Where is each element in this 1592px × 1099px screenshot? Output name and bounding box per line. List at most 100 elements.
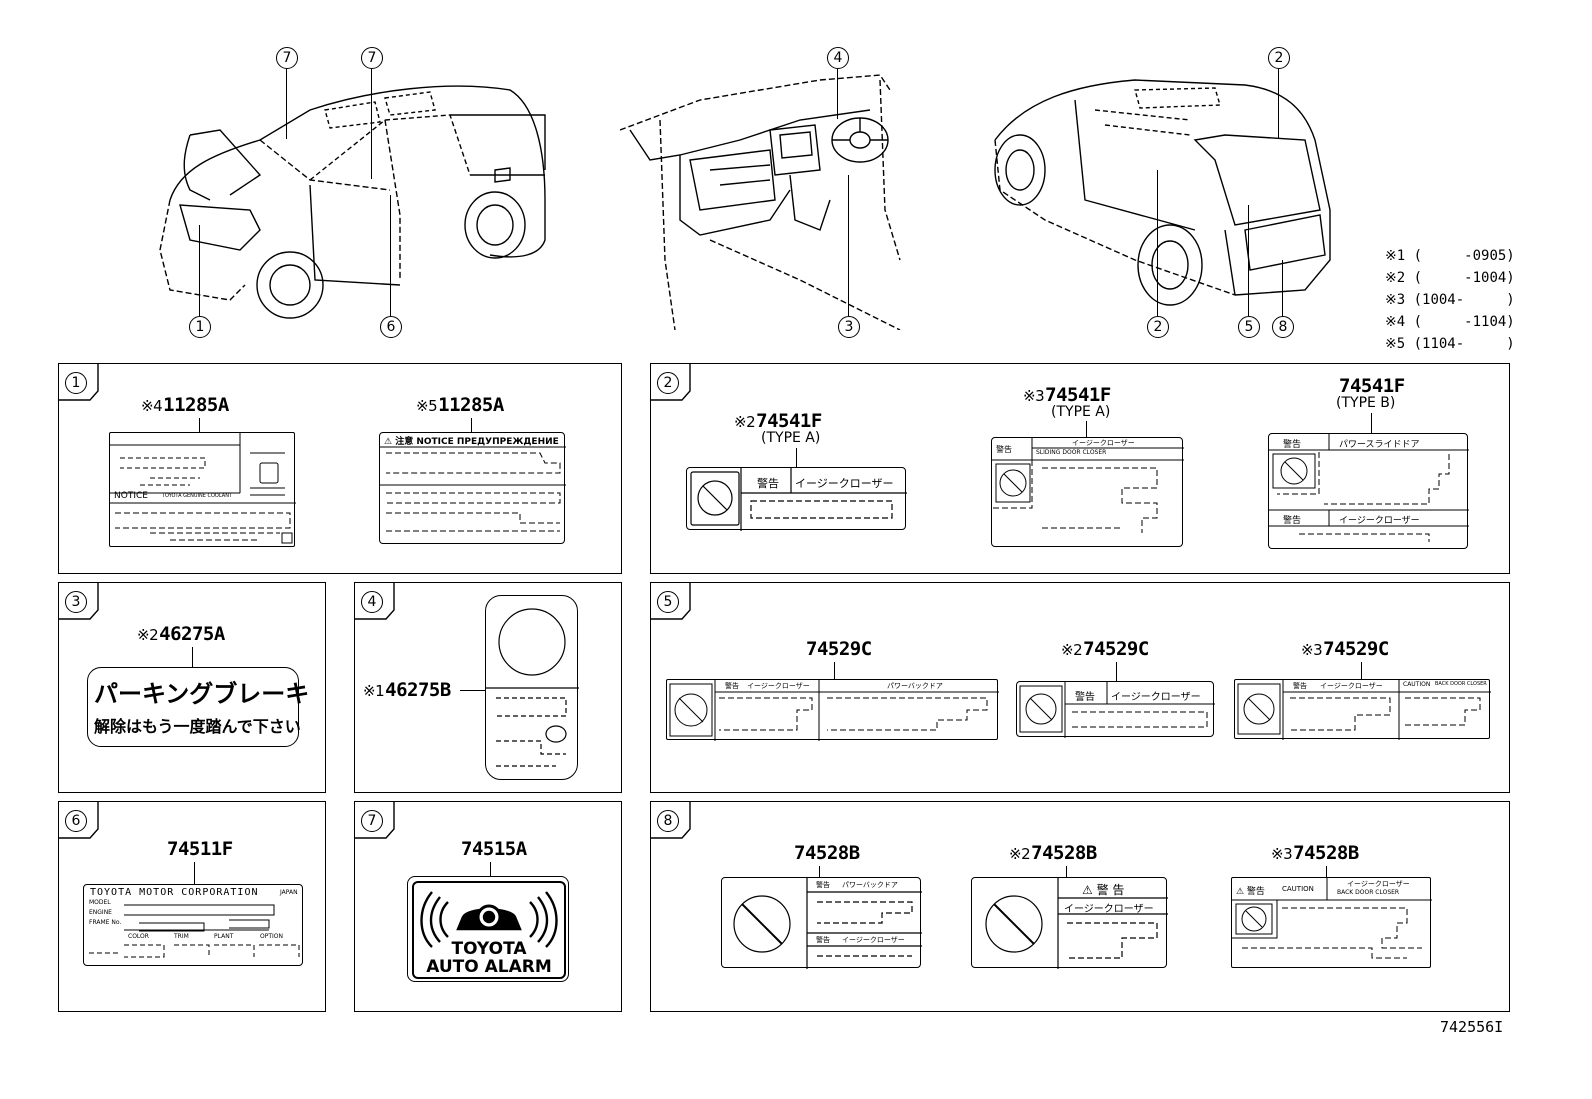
- rear-car-leader-8: [1282, 260, 1283, 316]
- part-code: 46275A: [159, 623, 225, 645]
- panel-6: 6 74511F TOYOTA MOTOR CORPORATION JAPAN …: [58, 801, 326, 1012]
- part-code: 74529C: [806, 638, 872, 660]
- auto-alarm-label[interactable]: TOYOTA AUTO ALARM: [407, 876, 569, 982]
- warning-text: パワースライドドア: [1339, 440, 1420, 450]
- panel-tab: [354, 582, 395, 620]
- warning-text: イージークローザー: [747, 682, 810, 690]
- rear-car-illustration: [985, 60, 1345, 320]
- easy-closer-label[interactable]: 警告 イージークローザー: [1016, 681, 1215, 738]
- interior-leader-3: [848, 175, 849, 316]
- front-car-leader-7b: [371, 69, 372, 179]
- back-door-warning-label[interactable]: 警告 イージークローザー パワーバックドア: [666, 679, 999, 741]
- leader-line: [194, 862, 195, 885]
- part-code: 74541F: [1339, 375, 1405, 397]
- warning-word: 警告: [1283, 440, 1302, 450]
- note-5: ※5 (1104- ): [1385, 336, 1515, 352]
- applicability-mark: ※4: [141, 397, 163, 415]
- leader-line: [192, 647, 193, 667]
- notice-word: NOTICE: [114, 491, 148, 501]
- front-car-callout-7b[interactable]: 7: [361, 47, 383, 69]
- warning-word: 警告: [757, 477, 779, 490]
- interior-callout-3[interactable]: 3: [838, 316, 860, 338]
- alarm-line1: TOYOTA: [451, 939, 527, 959]
- back-door-closer-caution-label[interactable]: ⚠ 警告 CAUTION イージークローザー BACK DOOR CLOSER: [1231, 877, 1432, 968]
- warning-text: イージークローザー: [1111, 692, 1201, 703]
- panel-4: 4 ※146275B: [354, 582, 622, 793]
- warning-text: イージークローザー: [795, 477, 894, 490]
- panel-tab: [650, 582, 691, 620]
- front-car-callout-1[interactable]: 1: [189, 316, 211, 338]
- leader-line: [471, 418, 472, 432]
- applicability-mark: ※2: [734, 413, 756, 431]
- caution-word: CAUTION: [1403, 681, 1431, 688]
- rear-car-leader-5: [1248, 205, 1249, 316]
- panel-tab: [58, 801, 99, 839]
- caution-word: CAUTION: [1282, 885, 1314, 893]
- leader-line: [199, 418, 200, 432]
- sliding-door-closer-label[interactable]: 警告 イージークローザー SLIDING DOOR CLOSER: [991, 437, 1184, 547]
- notice-label[interactable]: ⚠ 注意 NOTICE ПРЕДУПРЕЖДЕНИЕ: [379, 432, 566, 544]
- warning-text: イージークローザー: [1320, 682, 1383, 690]
- panel-number: 3: [65, 591, 87, 613]
- rear-car-callout-8[interactable]: 8: [1272, 316, 1294, 338]
- row-engine: ENGINE: [89, 909, 112, 916]
- row-frame: FRAME No.: [89, 919, 122, 926]
- part-code: 74528B: [1293, 842, 1359, 864]
- power-back-door-label[interactable]: 警告 パワーバックドア 警告 イージークローザー: [721, 877, 922, 969]
- label-part-number: 74511F: [167, 838, 233, 860]
- parking-brake-label[interactable]: パーキングブレーキ 解除はもう一度踏んで下さい: [87, 667, 309, 747]
- power-slide-door-label[interactable]: 警告 パワースライドドア 警告 イージークローザー: [1268, 433, 1469, 549]
- part-code: 74511F: [167, 838, 233, 860]
- leader-line: [796, 448, 797, 468]
- applicability-mark: ※3: [1301, 641, 1323, 659]
- warning-word: 警告: [996, 445, 1012, 454]
- vehicle-id-plate[interactable]: TOYOTA MOTOR CORPORATION JAPAN MODEL ENG…: [83, 884, 303, 966]
- panel-tab: [354, 801, 395, 839]
- applicability-mark: ※2: [1061, 641, 1083, 659]
- coolant-text: TOYOTA GENUINE COOLANT: [162, 493, 232, 499]
- rear-car-callout-2a[interactable]: 2: [1268, 47, 1290, 69]
- rear-car-callout-5[interactable]: 5: [1238, 316, 1260, 338]
- panel-tab: [58, 363, 99, 401]
- panel-3: 3 ※246275A パーキングブレーキ 解除はもう一度踏んで下さい: [58, 582, 326, 793]
- front-car-callout-7a[interactable]: 7: [276, 47, 298, 69]
- easy-closer-back-label[interactable]: ⚠ 警 告 イージークローザー: [971, 877, 1168, 969]
- col-trim: TRIM: [174, 933, 189, 940]
- interior-illustration: [620, 60, 910, 330]
- part-code: 74541F: [1045, 384, 1111, 406]
- row-model: MODEL: [89, 899, 111, 906]
- label-part-number: ※246275A: [137, 623, 225, 645]
- panel-number: 8: [657, 810, 679, 832]
- front-car-callout-6[interactable]: 6: [380, 316, 402, 338]
- note-3: ※3 (1004- ): [1385, 292, 1515, 308]
- note-2: ※2 ( -1004): [1385, 270, 1515, 286]
- part-code: 11285A: [438, 394, 504, 416]
- label-part-number: 74515A: [461, 838, 527, 860]
- interior-callout-4[interactable]: 4: [827, 47, 849, 69]
- front-car-leader-7a: [286, 69, 287, 139]
- panel-tab: [650, 801, 691, 839]
- leader-line: [1371, 413, 1372, 434]
- label-part-number: ※274528B: [1009, 842, 1097, 864]
- warning-text: イージークローザー: [1072, 439, 1135, 447]
- warning-text: イージークローザー: [1064, 904, 1154, 915]
- leader-line: [460, 690, 488, 691]
- label-part-number: ※374541F: [1023, 384, 1111, 406]
- applicability-mark: ※5: [416, 397, 438, 415]
- rear-car-callout-2b[interactable]: 2: [1147, 316, 1169, 338]
- label-part-number: ※274529C: [1061, 638, 1149, 660]
- rear-car-leader-2b: [1157, 170, 1158, 316]
- applicability-mark: ※2: [1009, 845, 1031, 863]
- label-part-number: ※374529C: [1301, 638, 1389, 660]
- door-hanger-tag[interactable]: [485, 595, 579, 780]
- easy-closer-warning-label[interactable]: 警告 イージークローザー: [686, 467, 907, 531]
- applicability-mark: ※3: [1023, 387, 1045, 405]
- alarm-line2: AUTO ALARM: [426, 957, 552, 977]
- label-part-number: ※511285A: [416, 394, 504, 416]
- col-option: OPTION: [260, 933, 283, 940]
- coolant-notice-label[interactable]: NOTICE TOYOTA GENUINE COOLANT: [109, 432, 296, 547]
- panel-number: 4: [361, 591, 383, 613]
- leader-line: [1361, 662, 1362, 680]
- back-door-closer-label[interactable]: 警告 イージークローザー CAUTION BACK DOOR CLOSER: [1234, 679, 1491, 740]
- col-color: COLOR: [128, 933, 149, 940]
